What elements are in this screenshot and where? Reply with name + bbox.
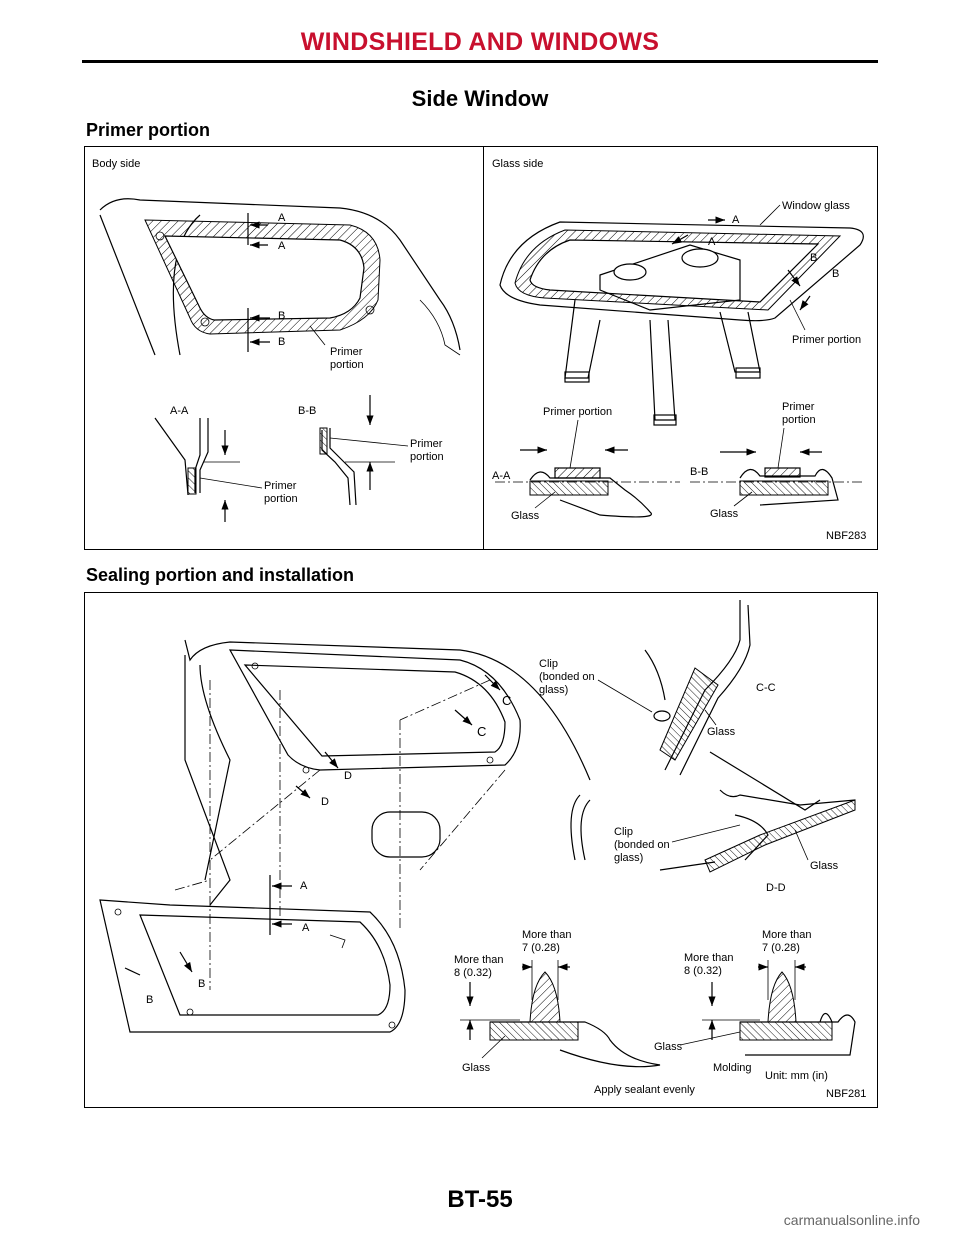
label-primer-bb-glass: Primer portion [782, 401, 816, 426]
page-title: Side Window [411, 86, 549, 111]
label-section-b1: B [278, 310, 286, 322]
header-rule [82, 60, 878, 63]
label-glass-bb: B-B [690, 466, 709, 478]
label-b2: B [146, 994, 154, 1006]
label-more-than-7-right: More than 7 (0.28) [762, 929, 812, 954]
section-title-primer: Primer portion [86, 120, 211, 140]
label-glass-side: Glass side [492, 158, 544, 170]
label-glass-dd: Glass [810, 860, 839, 872]
label-section-a1: A [278, 212, 286, 224]
label-d1: D [344, 770, 352, 782]
label-body-side: Body side [92, 158, 141, 170]
label-glass-a1: A [732, 214, 740, 226]
figure-divider [483, 146, 484, 550]
label-clip-cc: Clip (bonded on glass) [539, 658, 595, 696]
label-more-than-8-left: More than 8 (0.32) [454, 954, 504, 979]
label-glass-aa-glass: Glass [511, 510, 540, 522]
label-more-than-7-left: More than 7 (0.28) [522, 929, 572, 954]
label-d2: D [321, 796, 329, 808]
label-window-glass: Window glass [782, 200, 850, 212]
label-section-b2: B [278, 336, 286, 348]
label-more-than-8-right: More than 8 (0.32) [684, 952, 734, 977]
label-c1: C [502, 693, 512, 708]
label-primer-aa: Primer portion [264, 480, 298, 505]
label-glass-bb-glass: Glass [710, 508, 739, 520]
label-section-dd: D-D [766, 882, 786, 894]
label-a1: A [300, 880, 308, 892]
label-glass-aa: A-A [492, 470, 511, 482]
figure-sealing-installation [84, 592, 878, 1108]
label-unit: Unit: mm (in) [765, 1070, 828, 1082]
label-glass-right: Glass [654, 1041, 683, 1053]
label-clip-dd: Clip (bonded on glass) [614, 826, 670, 864]
label-section-bb: B-B [298, 405, 317, 417]
label-glass-b1: B [810, 252, 818, 264]
header-title: WINDSHIELD AND WINDOWS [300, 28, 660, 56]
section-title-sealing: Sealing portion and installation [86, 565, 355, 585]
watermark: carmanualsonline.info [783, 1212, 920, 1228]
figure-code-nbf283: NBF283 [826, 530, 867, 542]
figure-code-nbf281: NBF281 [826, 1088, 867, 1100]
page-number: BT-55 [447, 1186, 513, 1213]
label-glass-left: Glass [462, 1062, 491, 1074]
label-glass-cc: Glass [707, 726, 736, 738]
label-section-cc: C-C [756, 682, 776, 694]
body-side-drawing [99, 198, 461, 522]
label-molding: Molding [713, 1062, 752, 1074]
label-c2: C [477, 724, 487, 739]
figure-primer-portion [84, 146, 878, 550]
label-primer-aa-glass: Primer portion [543, 406, 613, 418]
label-apply-sealant: Apply sealant evenly [594, 1084, 695, 1096]
label-section-a2: A [278, 240, 286, 252]
label-glass-a2: A [708, 236, 716, 248]
sealing-drawing [99, 600, 856, 1068]
label-glass-b2: B [832, 268, 840, 280]
label-primer-bb: Primer portion [410, 438, 444, 463]
label-glass-primer: Primer portion [792, 334, 862, 346]
label-section-aa: A-A [170, 405, 189, 417]
glass-side-drawing [495, 204, 865, 518]
label-b1: B [198, 978, 206, 990]
label-a2: A [302, 922, 310, 934]
label-primer-portion: Primer portion [330, 346, 364, 371]
